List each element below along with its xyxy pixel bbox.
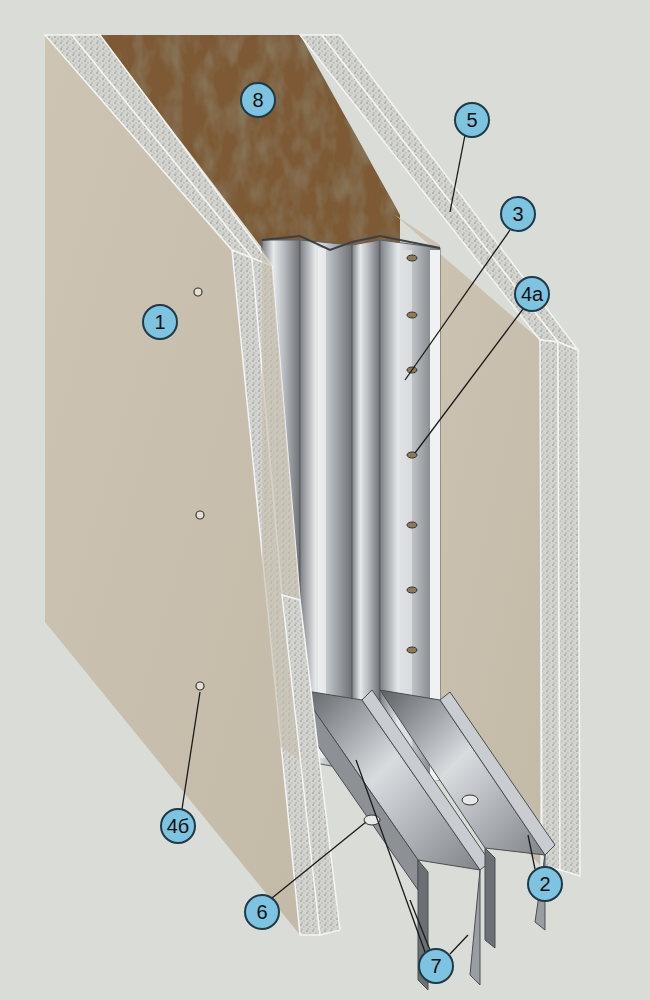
callout-number: 2 [539, 873, 550, 895]
leader-line [182, 135, 535, 954]
callout-number: 4б [167, 815, 190, 837]
gypsum-board [45, 35, 340, 935]
callout-number: 5 [466, 109, 477, 131]
callout-number: 1 [154, 311, 165, 333]
floor-track [300, 690, 555, 990]
callout-number: 8 [252, 89, 263, 111]
screw [407, 255, 417, 653]
callout-number: 7 [430, 955, 441, 977]
callout-number: 4a [521, 283, 543, 305]
screw-head [194, 288, 204, 690]
callout-number: 6 [256, 901, 267, 923]
callout-circle [143, 83, 562, 983]
callout-number: 3 [512, 203, 523, 225]
